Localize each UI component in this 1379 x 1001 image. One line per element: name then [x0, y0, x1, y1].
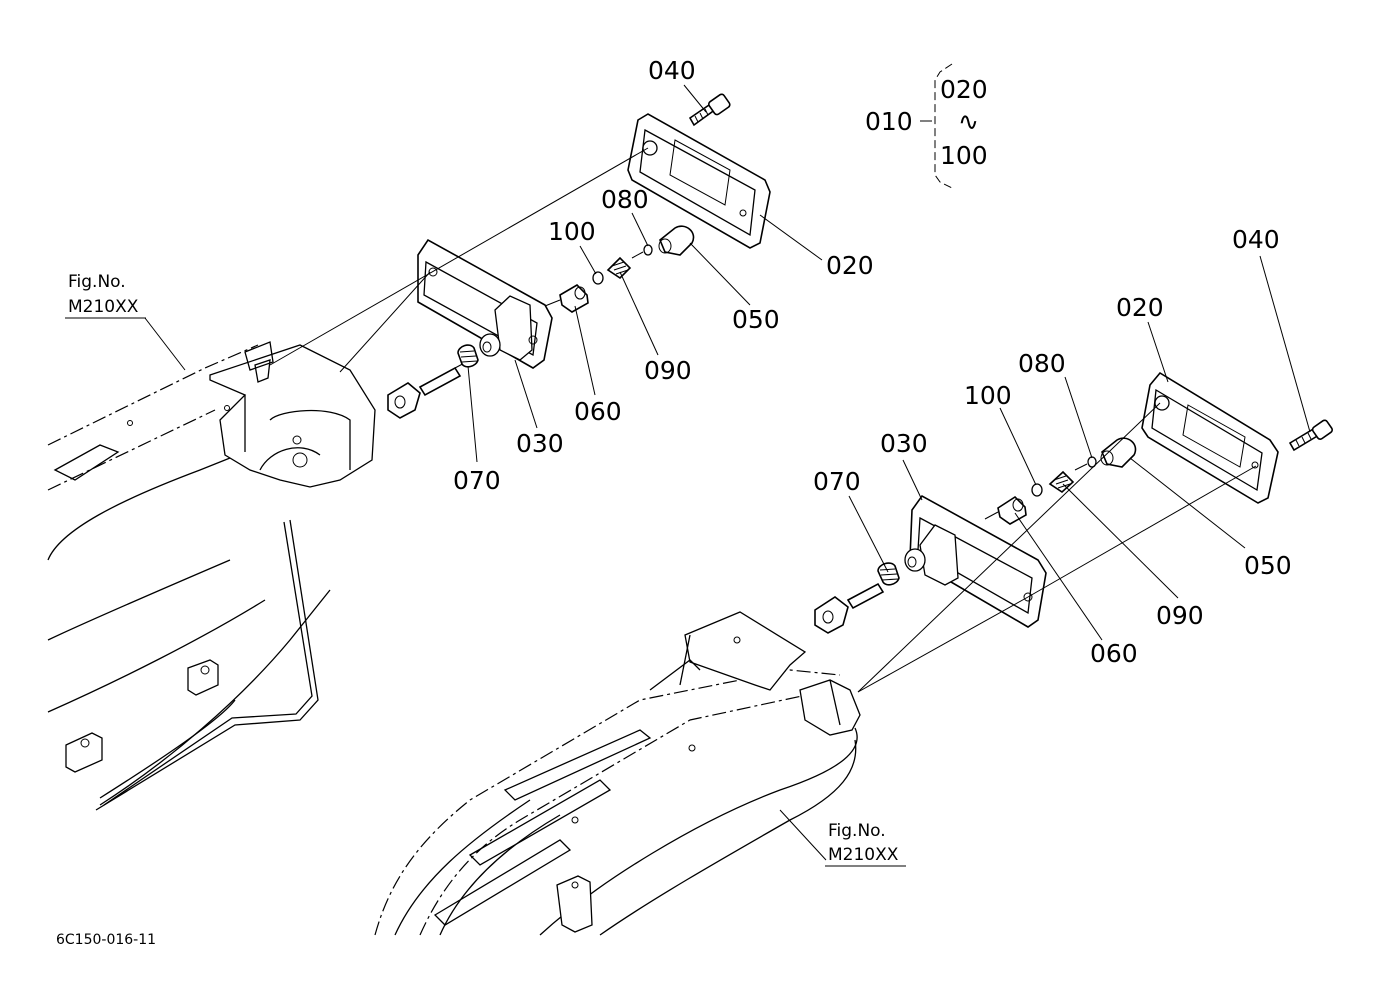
fig-ref-right: Fig.No. M210XX: [825, 821, 906, 867]
washer-left: [592, 271, 604, 285]
callout-070-left: 070: [453, 466, 501, 495]
lens-cover-right: [1141, 371, 1279, 504]
callout-assembly-from: 020: [940, 75, 988, 104]
fig-ref-right-number: M210XX: [828, 845, 899, 865]
drawing-code: 6C150-016-11: [56, 932, 156, 948]
callout-020-right: 020: [1116, 293, 1164, 322]
assembly-bracket: 010 020 ∿ 100: [865, 63, 988, 189]
right-fender-structure: [374, 611, 861, 936]
callout-030-left: 030: [516, 429, 564, 458]
fig-ref-right-label: Fig.No.: [828, 821, 886, 841]
ring-left: [631, 244, 653, 259]
fig-ref-left-label: Fig.No.: [68, 272, 126, 292]
callout-040-left: 040: [648, 56, 696, 85]
assembly-lines: [269, 147, 1257, 693]
right-lamp-assembly: [814, 371, 1334, 634]
callout-090-right: 090: [1156, 601, 1204, 630]
callout-060-left: 060: [574, 397, 622, 426]
fig-ref-left-number: M210XX: [68, 297, 139, 317]
callout-090-left: 090: [644, 356, 692, 385]
leader-lines: [144, 84, 1311, 861]
socket-left: [387, 344, 479, 419]
callout-040-right: 040: [1232, 225, 1280, 254]
washer-right: [1031, 483, 1043, 497]
assembly-range-mark: ∿: [958, 107, 979, 136]
holder-right: [984, 495, 1027, 525]
callout-080-right: 080: [1018, 349, 1066, 378]
callout-060-right: 060: [1090, 639, 1138, 668]
lamp-body-right: [904, 494, 1047, 628]
socket-right: [814, 562, 900, 634]
callout-020-left: 020: [826, 251, 874, 280]
spring-left: [606, 256, 632, 280]
screw-right: [1288, 419, 1334, 452]
bulb-left: [658, 225, 695, 256]
ring-right: [1074, 456, 1097, 471]
callout-100-left: 100: [548, 217, 596, 246]
left-fender-structure: [47, 341, 376, 811]
callout-080-left: 080: [601, 185, 649, 214]
callout-assembly-to: 100: [940, 141, 988, 170]
callout-010: 010: [865, 107, 913, 136]
bulb-right: [1100, 437, 1137, 468]
left-lamp-assembly: [387, 93, 771, 419]
lamp-body-left: [417, 238, 553, 369]
fig-ref-left: Fig.No. M210XX: [65, 272, 146, 319]
screw-left: [688, 93, 731, 127]
spring-right: [1048, 470, 1075, 494]
callout-050-left: 050: [732, 305, 780, 334]
callout-100-right: 100: [964, 381, 1012, 410]
callout-050-right: 050: [1244, 551, 1292, 580]
callout-070-right: 070: [813, 467, 861, 496]
callout-030-right: 030: [880, 429, 928, 458]
lens-cover-left: [627, 113, 771, 249]
holder-left: [544, 283, 589, 313]
